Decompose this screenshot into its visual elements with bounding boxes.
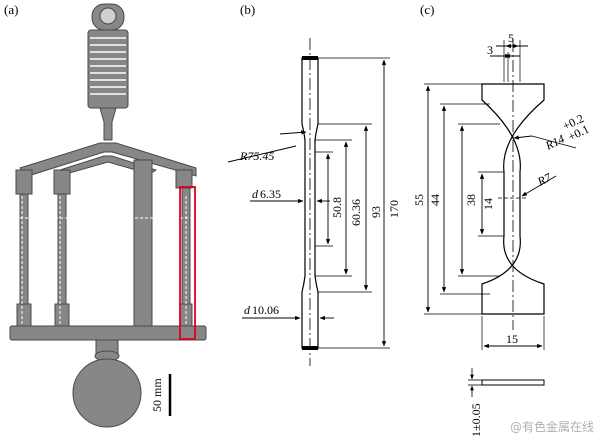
sprue-neck (99, 107, 117, 141)
grip-diameter-value: 10.06 (252, 303, 279, 317)
extension-lines-c (424, 40, 545, 350)
grip-diameter-label: d 10.06 (244, 303, 279, 317)
length-14-label: 14 (481, 198, 495, 210)
length-38-label: 38 (464, 194, 478, 206)
dimension-lines-c (425, 43, 577, 349)
highlight-box (179, 186, 196, 340)
runner-upper (19, 142, 197, 177)
thickness-dimension (468, 368, 482, 397)
fillet-r7-label: R7 (534, 170, 554, 189)
casting-tree (9, 3, 207, 428)
fillet-r14-value: R14 (542, 132, 566, 154)
grip-diameter-symbol: d (244, 303, 251, 317)
base-sphere (72, 358, 142, 428)
scale-bar: 50 mm (150, 374, 172, 416)
panel-c-label: (c) (420, 2, 434, 17)
runner-bottom (9, 325, 207, 341)
length-55-label: 55 (412, 194, 426, 206)
grip-distance-label: 93 (369, 206, 383, 218)
fillet-r14-label: R14 +0.2 +0.1 (542, 111, 591, 154)
gauge-diameter-label: d 6.35 (252, 187, 281, 201)
flat-specimen-outline (481, 83, 545, 315)
radius-label: R75.45 (239, 149, 274, 163)
panel-c: (c) (412, 2, 591, 437)
parallel-length-label: 50.8 (330, 197, 344, 218)
total-width-label: 15 (506, 332, 518, 346)
thickness-label: 1±0.05 (469, 403, 483, 437)
pour-cup-hole (99, 7, 117, 25)
specimen-2 (53, 169, 71, 329)
central-bar (133, 159, 153, 333)
specimen-1 (15, 169, 33, 329)
reduced-length-label: 60.36 (349, 199, 363, 226)
total-length-label-b: 170 (387, 200, 401, 218)
specimen-3 (175, 169, 193, 333)
panel-b-label: (b) (240, 2, 255, 17)
top-width-label: 5 (508, 31, 514, 45)
panel-a-label: (a) (4, 2, 18, 17)
dimension-lines-b (227, 59, 387, 347)
fin-grooves (90, 37, 126, 95)
top-thickness-label: 3 (487, 43, 493, 57)
gauge-diameter-value: 6.35 (260, 187, 281, 201)
watermark: @有色金属在线 (510, 419, 594, 434)
scale-bar-label: 50 mm (150, 378, 164, 412)
gauge-diameter-symbol: d (252, 187, 259, 201)
flat-specimen-side-view (481, 379, 545, 386)
extension-lines (315, 57, 390, 349)
panel-b: (b) (227, 2, 401, 366)
sprue-fins (87, 29, 129, 109)
length-44-label: 44 (428, 194, 442, 206)
panel-a: (a) (4, 2, 207, 428)
section-lines (10, 196, 204, 326)
